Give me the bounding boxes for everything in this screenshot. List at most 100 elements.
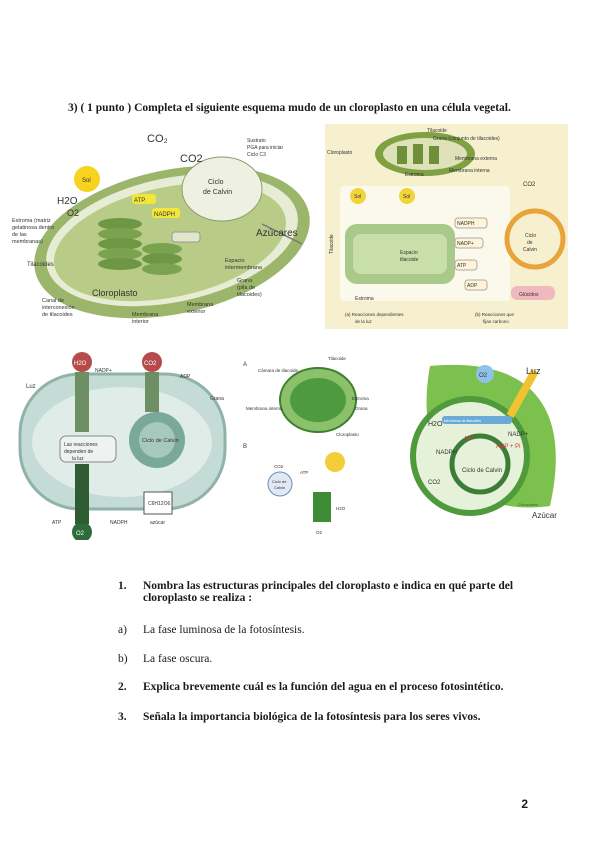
svg-text:de: de	[527, 240, 533, 246]
svg-text:NADPH: NADPH	[154, 212, 175, 218]
co2-marker	[142, 352, 162, 372]
svg-text:exterior: exterior	[187, 309, 206, 315]
svg-text:Membrana: Membrana	[187, 302, 214, 308]
svg-text:H2O: H2O	[74, 361, 87, 367]
svg-text:NADP+: NADP+	[508, 432, 529, 438]
chloroplast-diagram-2: Tilacoide Grana (conjunto de tilacoides)…	[325, 124, 568, 329]
svg-text:CO2: CO2	[428, 480, 441, 486]
svg-text:de las: de las	[12, 232, 27, 238]
svg-text:Tilacoides: Tilacoides	[27, 262, 54, 268]
svg-text:Estroma (matriz: Estroma (matriz	[12, 218, 51, 224]
svg-text:Grana: Grana	[237, 278, 253, 284]
svg-text:Las reacciones: Las reacciones	[64, 442, 98, 448]
question-3: 3.	[118, 711, 127, 723]
question-2-number: 2.	[118, 681, 127, 693]
svg-text:Ciclo de Calvin: Ciclo de Calvin	[462, 468, 502, 474]
svg-text:PGA para iniciar: PGA para iniciar	[247, 145, 283, 151]
svg-text:Sol: Sol	[354, 194, 361, 200]
svg-text:Ciclo: Ciclo	[208, 179, 224, 186]
question-b-text: La fase oscura.	[143, 653, 213, 665]
svg-text:ATP: ATP	[464, 436, 474, 442]
svg-text:Glúcidos: Glúcidos	[519, 292, 539, 298]
svg-text:tilacoides): tilacoides)	[237, 292, 262, 298]
svg-text:Canal de: Canal de	[42, 298, 64, 304]
svg-text:Cámara de tilacoide: Cámara de tilacoide	[258, 368, 299, 373]
svg-text:NADPH: NADPH	[110, 520, 128, 526]
svg-text:Cloroplasto: Cloroplasto	[336, 432, 359, 437]
sun-icon	[350, 188, 366, 204]
svg-text:fijan carbono: fijan carbono	[483, 319, 509, 324]
question-2-content: Explica brevemente cuál es la función de…	[143, 681, 504, 693]
question-1-line2: cloroplasto se realiza :	[143, 592, 253, 604]
svg-text:Ciclo de Calvin: Ciclo de Calvin	[142, 438, 179, 444]
svg-text:intermembrana: intermembrana	[225, 265, 263, 271]
svg-text:O2: O2	[316, 530, 323, 535]
svg-text:NADP+: NADP+	[95, 368, 112, 374]
h2o-marker	[72, 352, 92, 372]
svg-text:Membrana: Membrana	[132, 312, 159, 318]
svg-text:C6H12O6: C6H12O6	[148, 501, 170, 507]
svg-text:Tilacoide: Tilacoide	[427, 128, 447, 134]
svg-text:A: A	[243, 362, 247, 368]
question-2-text: Explica brevemente cuál es la función de…	[143, 681, 504, 693]
svg-text:CO2: CO2	[274, 464, 284, 469]
svg-text:azúcar: azúcar	[150, 520, 165, 526]
svg-text:O2: O2	[479, 373, 488, 379]
svg-text:ADP: ADP	[467, 283, 478, 289]
svg-text:Luz: Luz	[26, 384, 36, 390]
svg-text:CO2: CO2	[523, 182, 536, 188]
svg-text:membranas): membranas)	[12, 239, 43, 245]
question-3-number: 3.	[118, 711, 127, 723]
question-a-number: a)	[118, 624, 127, 636]
svg-text:NADPH: NADPH	[457, 221, 475, 227]
svg-text:ATP: ATP	[52, 520, 62, 526]
chloroplast-diagram-5: O2 Luz H2O Membrana de tilacoides NADP+ …	[400, 356, 570, 526]
svg-text:Ciclo C3: Ciclo C3	[247, 152, 266, 158]
svg-text:de tilacoides: de tilacoides	[42, 312, 73, 318]
svg-text:de la luz: de la luz	[355, 319, 373, 324]
question-1: 1.	[118, 580, 127, 592]
svg-text:Membrana de tilacoides: Membrana de tilacoides	[444, 419, 481, 423]
svg-text:Membrana externa: Membrana externa	[455, 156, 497, 162]
page-number: 2	[521, 797, 528, 811]
question-1-number: 1.	[118, 580, 127, 592]
svg-text:interior: interior	[132, 319, 149, 325]
svg-text:tilacoide: tilacoide	[400, 257, 419, 263]
svg-text:Estroma: Estroma	[405, 172, 424, 178]
svg-text:Calvin: Calvin	[274, 485, 285, 490]
svg-text:H2O: H2O	[428, 421, 443, 428]
exercise-heading: 3) ( 1 punto ) Completa el siguiente esq…	[68, 102, 511, 114]
svg-text:Cloroplasto: Cloroplasto	[327, 150, 353, 156]
svg-text:Calvin: Calvin	[523, 247, 537, 253]
svg-text:NADPH: NADPH	[436, 450, 457, 456]
svg-text:Sustrato: Sustrato	[247, 138, 266, 144]
svg-text:Estroma: Estroma	[352, 396, 369, 401]
svg-text:Tilacoide: Tilacoide	[329, 234, 335, 254]
svg-text:(b) Reacciones que: (b) Reacciones que	[475, 312, 515, 317]
svg-text:Membrana interna: Membrana interna	[449, 168, 490, 174]
svg-text:Tilacoide: Tilacoide	[328, 356, 346, 361]
chloroplast-diagram-3: H2O CO2 Luz NADP+ ADP Grana Las reaccion…	[12, 352, 232, 540]
question-3-content: Señala la importancia biológica de la fo…	[143, 711, 481, 723]
question-3-text: Señala la importancia biológica de la fo…	[143, 711, 480, 723]
question-b-number: b)	[118, 653, 128, 665]
svg-text:Espacio: Espacio	[225, 258, 245, 264]
sun-icon	[74, 166, 100, 192]
sun-icon	[325, 452, 345, 472]
svg-text:Cloroplasto: Cloroplasto	[92, 288, 138, 298]
svg-text:Grana: Grana	[210, 396, 224, 402]
svg-text:Ciclo: Ciclo	[525, 233, 536, 239]
svg-text:ADP: ADP	[180, 374, 191, 380]
svg-text:Grana (conjunto de tilacoides): Grana (conjunto de tilacoides)	[433, 136, 500, 142]
svg-text:B: B	[243, 444, 247, 450]
svg-text:Sol: Sol	[403, 194, 410, 200]
svg-text:Estroma: Estroma	[355, 296, 374, 302]
svg-text:O2: O2	[76, 531, 85, 537]
sun-icon-2	[399, 188, 415, 204]
svg-text:ATP: ATP	[300, 470, 308, 475]
svg-text:Azúcar: Azúcar	[532, 511, 557, 520]
svg-text:NADP+: NADP+	[457, 241, 474, 247]
svg-text:gelatinosa dentro: gelatinosa dentro	[12, 225, 54, 231]
svg-text:Azúcares: Azúcares	[256, 228, 298, 239]
question-a-text: La fase luminosa de la fotosíntesis.	[143, 624, 305, 636]
